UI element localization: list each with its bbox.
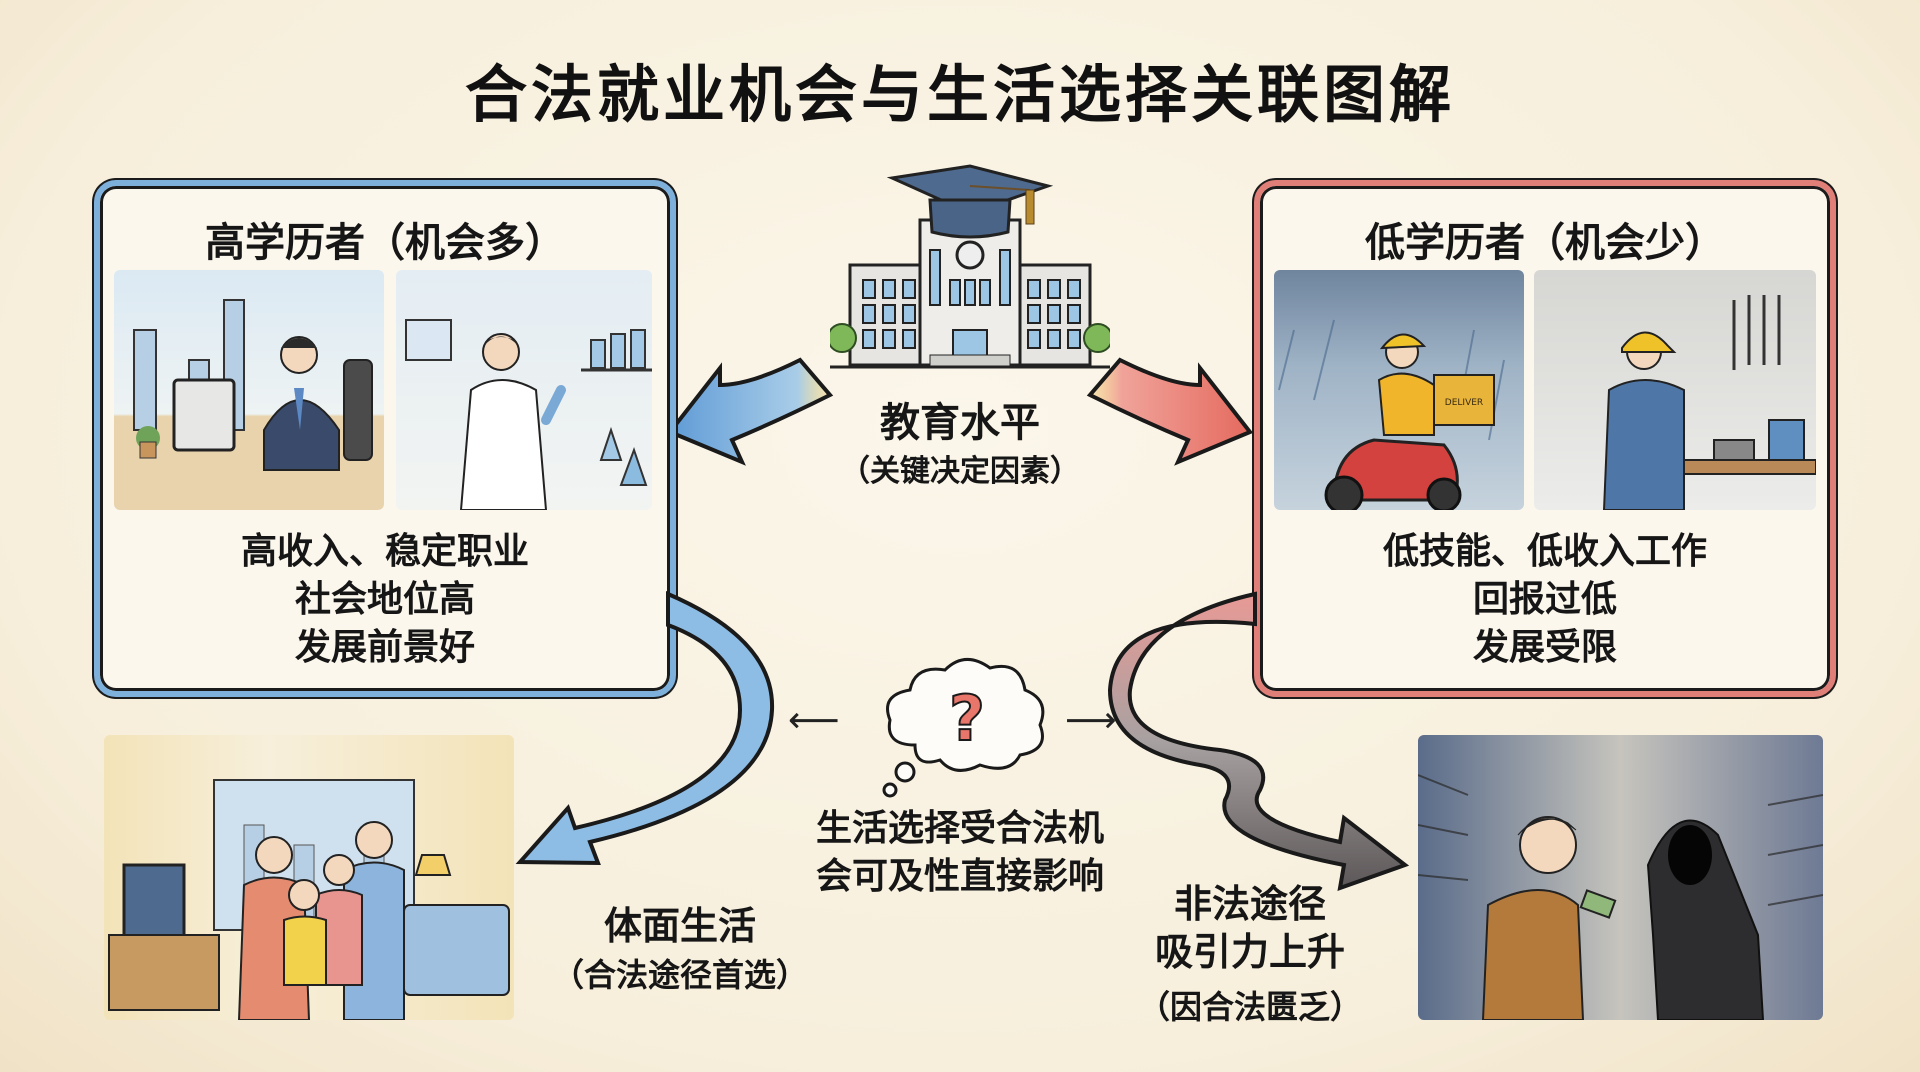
delivery-rider-scene: DELIVER <box>1274 270 1524 510</box>
right-direction-arrow-icon: ⟶ <box>1065 700 1117 741</box>
lab-scientist-scene <box>396 270 652 510</box>
outcome-line: 回报过低 <box>1472 579 1617 620</box>
illegal-path-label: 非法途径 吸引力上升 <box>1100 880 1400 976</box>
education-level-sublabel: （关键决定因素） <box>840 454 1080 489</box>
thought-cloud-icon: ? <box>882 658 1045 798</box>
outcome-line: 发展前景好 <box>294 627 475 668</box>
illegal-offer-alley-scene <box>1418 735 1823 1020</box>
high-education-panel: 高学历者（机会多） <box>94 180 676 697</box>
svg-text:DELIVER: DELIVER <box>1445 398 1483 408</box>
high-education-title: 高学历者（机会多） <box>205 220 565 266</box>
blue-curved-arrow-icon <box>515 590 775 866</box>
high-education-outcomes: 高收入、稳定职业 社会地位高 发展前景好 <box>100 528 670 672</box>
outcome-line: 低技能、低收入工作 <box>1382 531 1707 572</box>
outcome-line: 发展受限 <box>1472 627 1617 668</box>
decent-life-sublabel: （合法途径首选） <box>551 956 808 994</box>
decent-life-label: 体面生活 <box>603 904 756 948</box>
family-living-room-scene <box>104 735 514 1020</box>
left-arrow-icon <box>666 357 834 466</box>
left-direction-arrow-icon: ⟵ <box>788 700 840 741</box>
low-education-outcomes: 低技能、低收入工作 回报过低 发展受限 <box>1260 528 1830 672</box>
question-mark-icon: ? <box>949 682 985 755</box>
grey-winding-arrow-icon <box>1107 591 1410 892</box>
outcome-line: 高收入、稳定职业 <box>240 531 529 572</box>
illegal-path-line: 吸引力上升 <box>1154 930 1345 974</box>
influence-line: 会可及性直接影响 <box>815 856 1104 897</box>
influence-line: 生活选择受合法机 <box>815 808 1104 849</box>
office-worker-scene <box>114 270 384 510</box>
education-level-label: 教育水平 <box>880 400 1040 446</box>
page-title: 合法就业机会与生活选择关联图解 <box>464 58 1455 131</box>
outcome-line: 社会地位高 <box>294 579 475 620</box>
university-building-icon <box>830 164 1110 369</box>
right-arrow-icon <box>1086 357 1254 466</box>
illegal-path-line: 非法途径 <box>1173 882 1326 926</box>
low-education-panel: 低学历者（机会少） DELIVER <box>1254 180 1836 697</box>
split-arrows <box>666 357 1254 466</box>
illegal-path-sublabel: （因合法匮乏） <box>1137 988 1362 1026</box>
choice-influence-text: 生活选择受合法机 会可及性直接影响 <box>780 805 1140 901</box>
factory-worker-scene <box>1534 270 1816 510</box>
low-education-title: 低学历者（机会少） <box>1365 220 1725 266</box>
